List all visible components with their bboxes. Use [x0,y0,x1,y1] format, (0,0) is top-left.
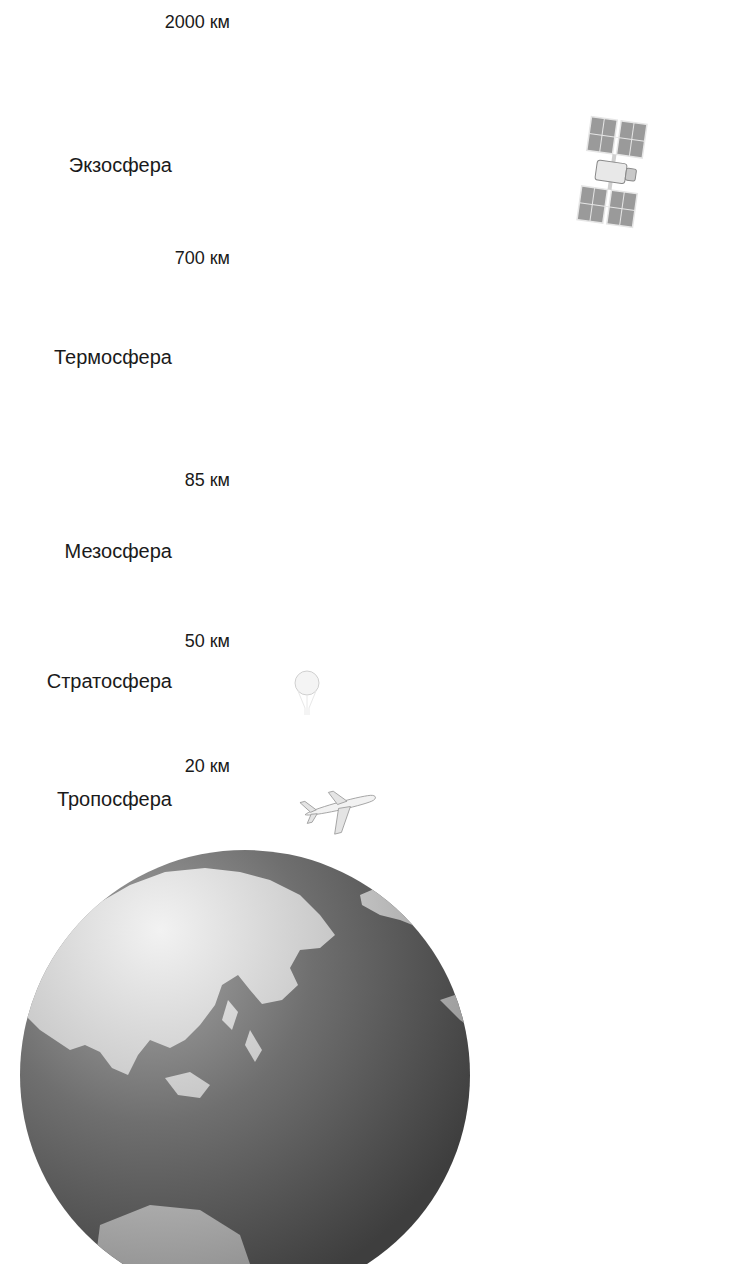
leader-dot [258,795,267,804]
meteors [297,521,504,636]
layer-wedge [245,258,664,543]
layer-band [0,755,744,889]
leader-line [180,164,262,166]
atmosphere-layer: Мезосфера [0,470,744,695]
layer-name: Стратосфера [0,669,172,693]
leader-dot [258,161,267,170]
altitude-label: 20 км [30,755,230,777]
altitude-label: 700 км [30,247,230,269]
stars [271,42,731,199]
layer-wedge [245,755,409,886]
leader-line [180,680,262,682]
layer-name: Экзосфера [0,153,172,177]
leader-line [180,356,262,358]
leader-line [180,550,262,552]
airplane [299,782,381,841]
altitude-label: 2000 км [30,11,230,33]
layer-name: Тропосфера [0,787,172,811]
layer-wedge [245,18,744,362]
atmosphere-layer: Экзосфера [0,18,744,365]
balloon [295,671,319,715]
altitude-label: 85 км [30,469,230,491]
atmosphere-layer: Стратосфера [0,642,744,792]
satellite [577,117,647,228]
atmosphere-layer: Тропосфера [0,755,744,889]
leader-dot [258,353,267,362]
atmosphere-layer: Термосфера [0,258,744,545]
leader-line [180,798,262,800]
layer-name: Мезосфера [0,539,172,563]
layer-band [0,470,744,695]
layer-name: Термосфера [0,345,172,369]
aurora [268,278,620,455]
layer-band [0,642,744,792]
leader-dot [258,677,267,686]
layer-wedge [245,470,555,693]
layer-wedge [245,642,467,789]
altitude-label: 50 км [30,630,230,652]
layer-band [0,18,744,365]
earth [20,850,474,1264]
leader-dot [258,547,267,556]
layer-band [0,258,744,545]
